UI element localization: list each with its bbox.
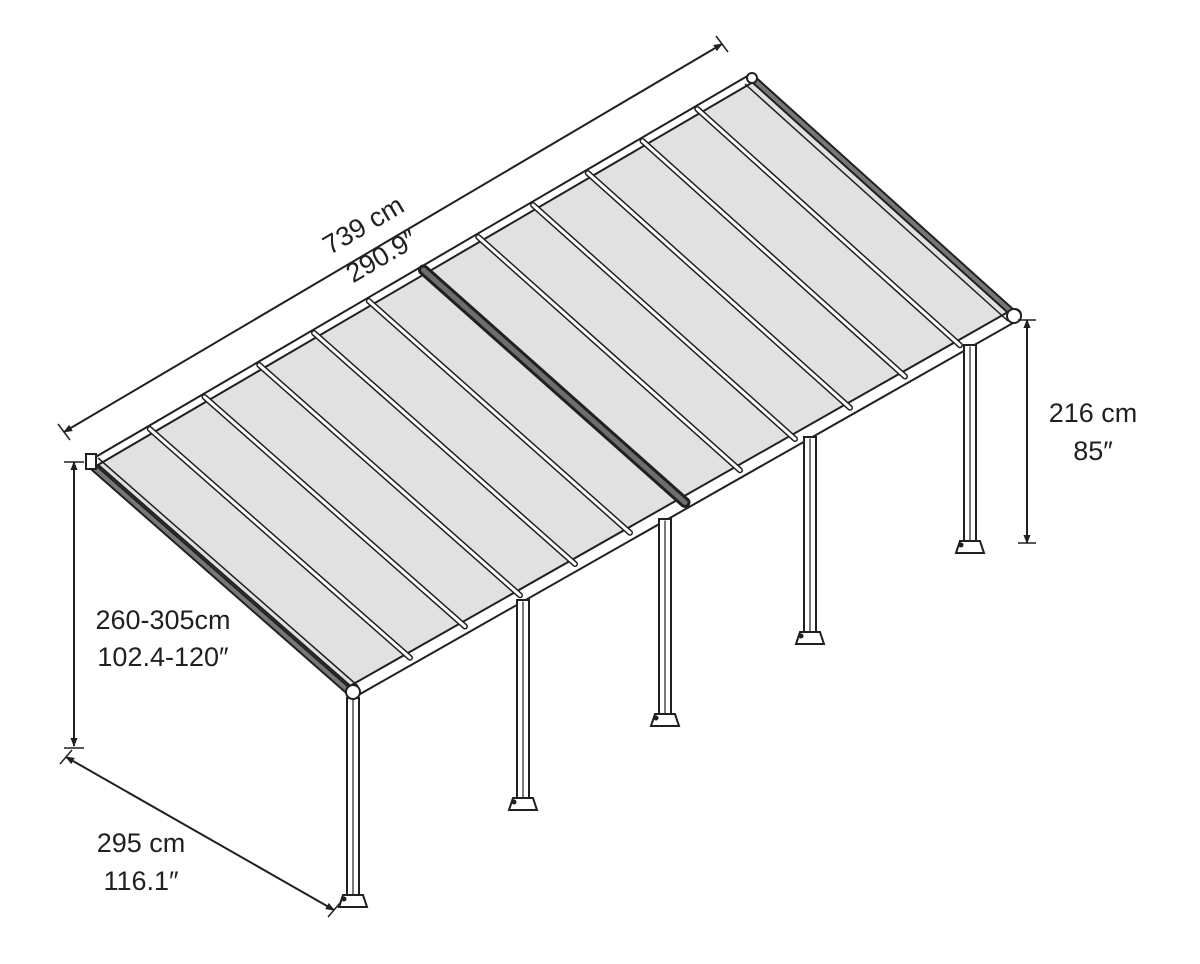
back-height-metric-label: 216 cm: [1049, 398, 1138, 428]
right-rafter: [744, 74, 1019, 322]
post-5: [954, 344, 986, 554]
post-foot-bolt: [511, 799, 517, 805]
glazing-bar-core: [695, 107, 962, 347]
front-height-metric-label: 260-305cm: [95, 605, 230, 635]
post-3: [649, 518, 681, 727]
left-rafter: [88, 457, 359, 698]
post-foot-bolt: [653, 715, 659, 721]
dimension-front-height: 260-305cm 102.4-120″: [64, 461, 231, 749]
glazing-bar-core: [148, 427, 412, 660]
depth-imperial-label: 116.1″: [103, 866, 179, 896]
post-1: [337, 697, 369, 908]
end-cap-front-right: [1006, 308, 1022, 324]
end-cap-rear-left: [85, 453, 97, 470]
support-posts: [337, 344, 986, 908]
end-cap-front-left: [345, 684, 361, 700]
end-cap-rear-right: [746, 72, 758, 84]
post-foot-bolt: [341, 896, 347, 902]
depth-metric-label: 295 cm: [97, 828, 186, 858]
front-height-imperial-label: 102.4-120″: [97, 642, 229, 672]
post-4: [794, 436, 826, 645]
dimension-back-height: 216 cm 85″: [1018, 319, 1138, 544]
back-height-imperial-label: 85″: [1073, 436, 1113, 466]
post-foot-bolt: [958, 542, 964, 548]
dimension-depth: 295 cm 116.1″: [59, 749, 341, 918]
post-foot-bolt: [798, 633, 804, 639]
glazing-bar-core: [203, 395, 467, 628]
post-2: [507, 599, 539, 811]
